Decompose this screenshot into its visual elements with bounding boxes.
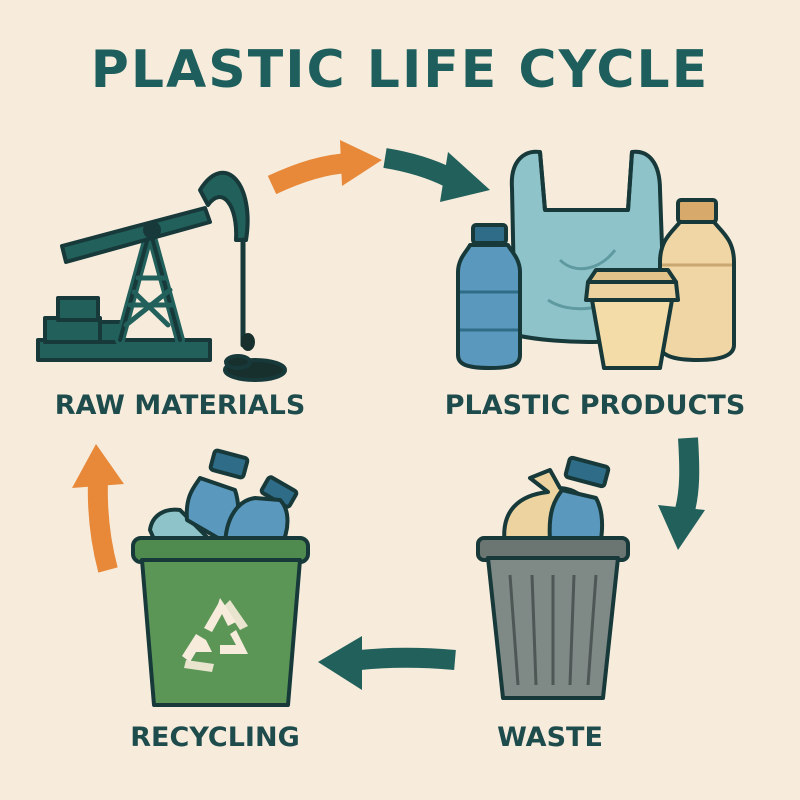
arrow-recycling-to-raw xyxy=(72,444,124,573)
stage-label-recycling: RECYCLING xyxy=(130,722,300,753)
diagram-title: PLASTIC LIFE CYCLE xyxy=(90,40,710,100)
recycle-symbol-icon xyxy=(182,598,248,672)
stage-label-raw-materials: RAW MATERIALS xyxy=(54,390,306,421)
stage-label-plastic-products: PLASTIC PRODUCTS xyxy=(444,390,746,421)
oil-pump-icon xyxy=(36,170,287,382)
arrow-waste-to-recycling xyxy=(318,636,456,690)
stage-label-waste: WASTE xyxy=(497,722,603,753)
trash-can-icon xyxy=(476,455,630,700)
recycling-bin-icon xyxy=(131,448,310,707)
arrow-products-to-waste xyxy=(658,437,705,550)
arrow-raw-to-products-1 xyxy=(267,140,382,195)
plastic-products-icon xyxy=(456,149,736,370)
arrow-raw-to-products-2 xyxy=(383,148,490,202)
